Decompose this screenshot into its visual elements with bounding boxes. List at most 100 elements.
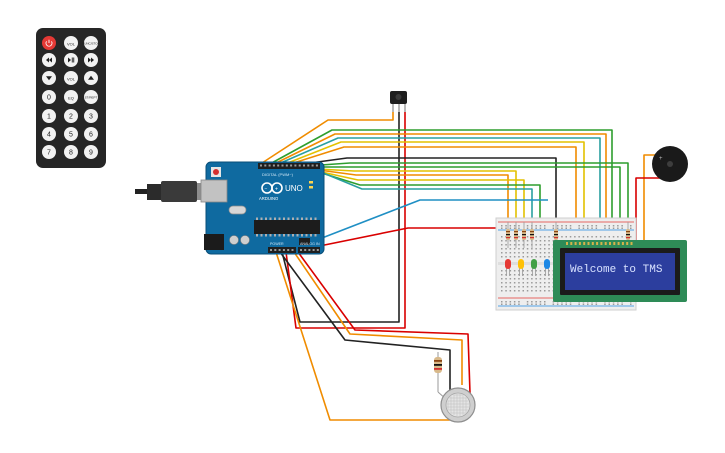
remote-button-3[interactable]: 3: [84, 109, 98, 123]
buzzer-hole: [667, 161, 673, 167]
breadboard-hole: [544, 244, 546, 246]
remote-button-st-rept[interactable]: ST/REPT: [84, 90, 98, 104]
remote-button-func-stop[interactable]: FUNC/STOP: [82, 36, 100, 50]
gas-sensor[interactable]: [434, 352, 476, 423]
remote-button-prev[interactable]: [42, 53, 56, 67]
remote-button-4[interactable]: 4: [42, 127, 56, 141]
digital-pin[interactable]: [260, 164, 262, 167]
power-pin[interactable]: [282, 249, 285, 251]
arduino-capacitor-2: [240, 235, 250, 245]
breadboard-hole: [513, 278, 516, 280]
remote-button-vol[interactable]: VOL: [64, 71, 78, 85]
lcd-pin: [570, 242, 573, 245]
analog-pin[interactable]: [304, 249, 307, 251]
remote-button-2[interactable]: 2: [64, 109, 78, 123]
arduino-icsp-header: [299, 238, 310, 245]
digital-pin[interactable]: [294, 164, 297, 167]
breadboard-hole: [501, 244, 503, 246]
breadboard-hole: [569, 236, 572, 238]
breadboard-hole: [569, 225, 572, 227]
lcd-module[interactable]: Welcome to TMS: [553, 240, 687, 302]
breadboard-hole: [582, 227, 585, 229]
breadboard-hole: [505, 225, 507, 227]
power-pin[interactable]: [274, 249, 277, 251]
digital-pin[interactable]: [298, 164, 301, 167]
led-3[interactable]: [531, 259, 537, 276]
arduino-dc-jack: [204, 234, 224, 250]
remote-button-label: ST/REPT: [85, 96, 98, 100]
breadboard-hole: [604, 303, 606, 305]
digital-pin[interactable]: [315, 164, 318, 167]
breadboard-resistor[interactable]: [514, 222, 518, 248]
breadboard-hole: [513, 248, 516, 250]
remote-button-down[interactable]: [42, 71, 56, 85]
digital-pin[interactable]: [272, 164, 275, 167]
power-pin[interactable]: [278, 249, 281, 251]
arduino-capacitor-1: [229, 235, 239, 245]
digital-pin[interactable]: [285, 164, 288, 167]
remote-button-up[interactable]: [84, 71, 98, 85]
lcd-pin: [566, 242, 568, 245]
breadboard-hole: [552, 225, 555, 227]
arduino-digital-header: [258, 163, 320, 169]
breadboard-hole: [531, 270, 533, 272]
digital-pin[interactable]: [264, 164, 267, 167]
power-pin[interactable]: [287, 249, 290, 251]
digital-pin[interactable]: [311, 164, 314, 167]
chip-leg: [274, 234, 276, 237]
breadboard-hole: [539, 278, 542, 280]
piezo-buzzer[interactable]: +: [652, 146, 688, 182]
remote-button-eq[interactable]: EQ: [64, 90, 78, 104]
remote-button-power[interactable]: [42, 36, 56, 50]
digital-pin[interactable]: [290, 164, 293, 167]
breadboard-resistor[interactable]: [522, 222, 526, 248]
breadboard-hole: [544, 252, 546, 254]
digital-pin[interactable]: [277, 164, 280, 167]
remote-button-0[interactable]: 0: [42, 90, 56, 104]
arduino-uno-board[interactable]: DIGITAL (PWM~) − + UNO ARDUINO POWER ANA…: [200, 161, 325, 255]
arduino-logo-text: ARDUINO: [259, 196, 279, 201]
breadboard-hole: [505, 301, 507, 303]
ir-receiver[interactable]: [390, 91, 407, 112]
remote-button-6[interactable]: 6: [84, 127, 98, 141]
remote-button-7[interactable]: 7: [42, 145, 56, 159]
remote-button-8[interactable]: 8: [64, 145, 78, 159]
remote-button-play-pause[interactable]: [64, 53, 78, 67]
breadboard-hole: [518, 227, 520, 229]
breadboard-hole: [612, 303, 615, 305]
breadboard-hole: [526, 286, 529, 288]
power-pin[interactable]: [291, 249, 294, 251]
led-4[interactable]: [544, 259, 550, 276]
breadboard-resistor[interactable]: [506, 222, 510, 248]
led-1[interactable]: [505, 259, 511, 276]
digital-pin[interactable]: [303, 164, 305, 167]
breadboard-resistor[interactable]: [530, 222, 534, 248]
breadboard-hole: [544, 240, 546, 242]
breadboard-hole: [518, 248, 520, 250]
digital-pin[interactable]: [307, 164, 310, 167]
breadboard-hole: [548, 248, 550, 250]
breadboard-hole: [501, 290, 503, 292]
breadboard-hole: [509, 225, 512, 227]
remote-button-1[interactable]: 1: [42, 109, 56, 123]
breadboard-hole: [535, 274, 537, 276]
breadboard-hole: [587, 227, 589, 229]
breadboard-hole: [535, 227, 537, 229]
remote-button-label: EQ: [68, 96, 74, 101]
remote-button-vol[interactable]: VOL: [64, 36, 78, 50]
analog-pin[interactable]: [308, 249, 311, 251]
remote-button-next[interactable]: [84, 53, 98, 67]
usb-plug: [161, 181, 197, 202]
analog-pin[interactable]: [316, 249, 319, 251]
breadboard-hole: [513, 282, 516, 284]
digital-pin[interactable]: [281, 164, 284, 167]
remote-button-9[interactable]: 9: [84, 145, 98, 159]
remote-button-5[interactable]: 5: [64, 127, 78, 141]
breadboard-hole: [505, 248, 507, 250]
analog-pin[interactable]: [300, 249, 302, 251]
analog-pin[interactable]: [312, 249, 315, 251]
digital-pin[interactable]: [268, 164, 271, 167]
power-pin[interactable]: [270, 249, 272, 251]
led-2[interactable]: [518, 259, 524, 276]
